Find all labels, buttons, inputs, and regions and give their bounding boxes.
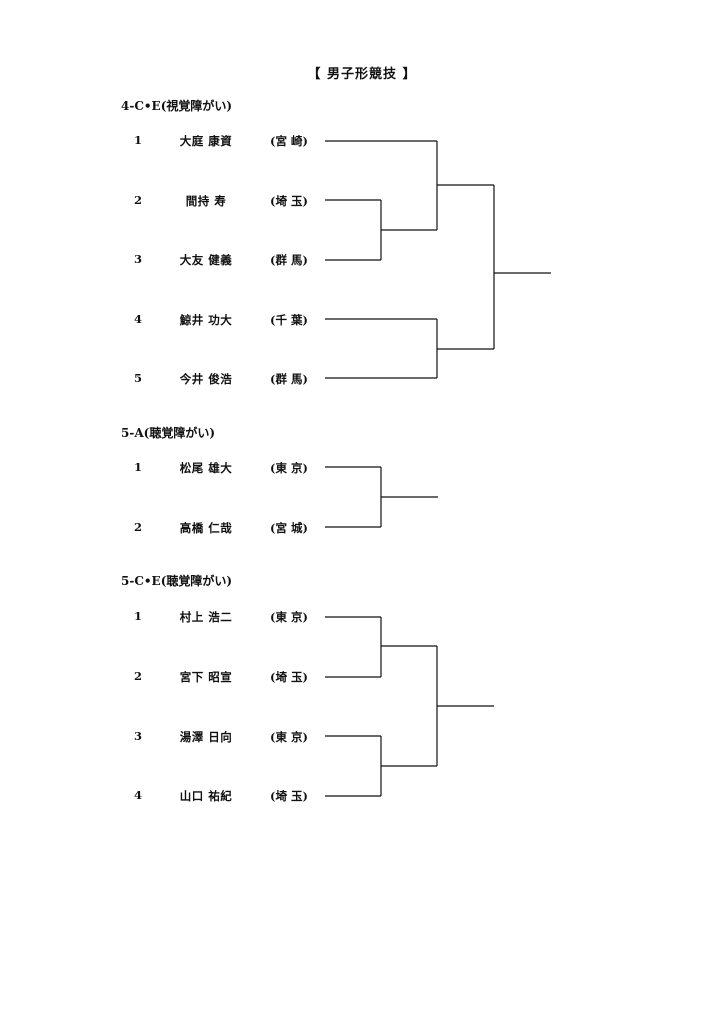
entry-prefecture: (埼 玉) — [270, 194, 308, 208]
bracket-entry: 2 高橋 仁哉 (宮 城) — [0, 520, 330, 536]
entry-seed: 4 — [134, 788, 143, 802]
bracket-entry: 1 大庭 康資 (宮 崎) — [0, 133, 330, 149]
entry-name: 山口 祐紀 — [179, 789, 233, 803]
entry-seed: 1 — [134, 460, 143, 474]
entry-seed: 1 — [134, 609, 143, 623]
entry-seed: 2 — [134, 193, 143, 207]
bracket-entry: 2 宮下 昭宣 (埼 玉) — [0, 669, 330, 685]
entry-prefecture: (東 京) — [270, 730, 308, 744]
section-heading-5ce-hearing: 5-C•E(聴覚障がい) — [121, 574, 233, 588]
bracket-5a-hearing — [325, 466, 438, 528]
entry-name: 高橋 仁哉 — [179, 521, 233, 535]
entry-name: 間持 寿 — [185, 194, 227, 208]
entry-name: 湯澤 日向 — [179, 730, 233, 744]
entry-prefecture: (埼 玉) — [270, 670, 308, 684]
entry-prefecture: (群 馬) — [270, 253, 308, 267]
entry-seed: 5 — [134, 371, 143, 385]
bracket-entry: 5 今井 俊浩 (群 馬) — [0, 371, 330, 387]
bracket-5ce-hearing — [325, 616, 494, 797]
section-heading-5a-hearing: 5-A(聴覚障がい) — [121, 426, 215, 440]
bracket-entry: 4 鯨井 功大 (千 葉) — [0, 312, 330, 328]
entry-name: 大友 健義 — [179, 253, 233, 267]
page-title: 【 男子形競技 】 — [307, 67, 417, 82]
bracket-entry: 2 間持 寿 (埼 玉) — [0, 193, 330, 209]
bracket-entry: 3 大友 健義 (群 馬) — [0, 252, 330, 268]
entry-name: 松尾 雄大 — [179, 461, 233, 475]
entry-seed: 2 — [134, 669, 143, 683]
entry-seed: 1 — [134, 133, 143, 147]
entry-prefecture: (宮 城) — [270, 521, 308, 535]
bracket-entry: 1 松尾 雄大 (東 京) — [0, 460, 330, 476]
entry-prefecture: (千 葉) — [270, 313, 308, 327]
entry-seed: 2 — [134, 520, 143, 534]
entry-prefecture: (群 馬) — [270, 372, 308, 386]
entry-prefecture: (東 京) — [270, 610, 308, 624]
bracket-entry: 4 山口 祐紀 (埼 玉) — [0, 788, 330, 804]
entry-name: 今井 俊浩 — [179, 372, 233, 386]
entry-prefecture: (宮 崎) — [270, 134, 308, 148]
entry-seed: 3 — [134, 252, 143, 266]
section-heading-4ce-visual: 4-C•E(視覚障がい) — [121, 99, 233, 113]
entry-prefecture: (東 京) — [270, 461, 308, 475]
bracket-entry: 1 村上 浩二 (東 京) — [0, 609, 330, 625]
entry-name: 村上 浩二 — [179, 610, 233, 624]
entry-name: 鯨井 功大 — [179, 313, 233, 327]
entry-name: 宮下 昭宣 — [179, 670, 233, 684]
entry-seed: 3 — [134, 729, 143, 743]
bracket-4ce-visual — [325, 140, 551, 379]
bracket-entry: 3 湯澤 日向 (東 京) — [0, 729, 330, 745]
entry-prefecture: (埼 玉) — [270, 789, 308, 803]
entry-seed: 4 — [134, 312, 143, 326]
entry-name: 大庭 康資 — [179, 134, 233, 148]
